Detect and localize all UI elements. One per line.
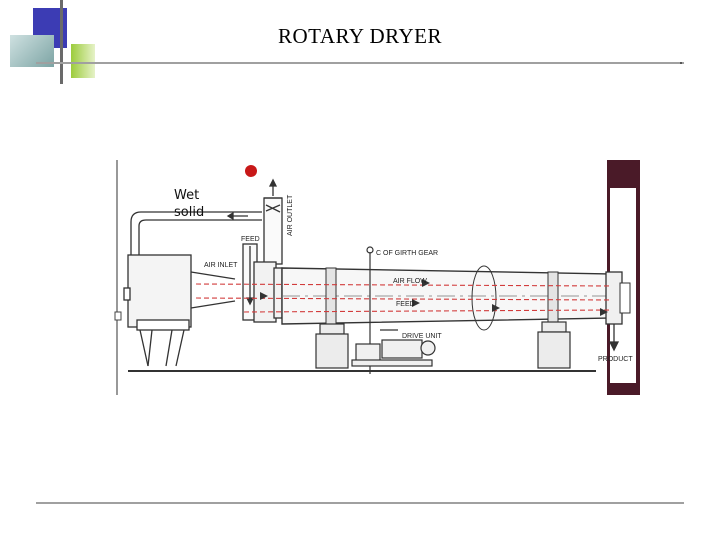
air-heater-box <box>123 254 236 367</box>
air-inlet-label: AIR INLET <box>204 262 238 269</box>
wet-solid-label-line2: solid <box>174 205 204 220</box>
air-outlet-label: AIR OUTLET <box>287 194 294 236</box>
feed-label: FEED <box>241 236 260 243</box>
header-dot <box>680 62 682 64</box>
air-flow-lines <box>195 283 613 313</box>
vertical-divider-line <box>60 0 63 84</box>
corner-square-teal <box>10 35 54 67</box>
air-flow-label: AIR FLOW <box>393 278 427 285</box>
dryer-drum <box>281 265 631 331</box>
wet-solid-label-line1: Wet <box>174 188 199 203</box>
red-marker-dot <box>245 165 257 177</box>
slide-title: ROTARY DRYER <box>278 24 442 48</box>
corner-square-green <box>71 44 95 78</box>
girth-gear-label: C OF GIRTH GEAR <box>376 250 438 257</box>
air-outlet-stack <box>263 178 283 265</box>
product-label: PRODUCT <box>598 356 633 363</box>
header-rule <box>36 62 684 64</box>
product-outlet <box>608 324 620 352</box>
support-piers <box>315 321 571 369</box>
footer-rule <box>36 502 684 504</box>
flow-arrows <box>260 279 608 316</box>
air-return-duct <box>130 211 262 255</box>
drive-unit-label: DRIVE UNIT <box>402 333 442 340</box>
inlet-housing <box>253 261 283 323</box>
feed-flow-label: FEED <box>396 301 415 308</box>
drive-unit <box>351 329 436 367</box>
